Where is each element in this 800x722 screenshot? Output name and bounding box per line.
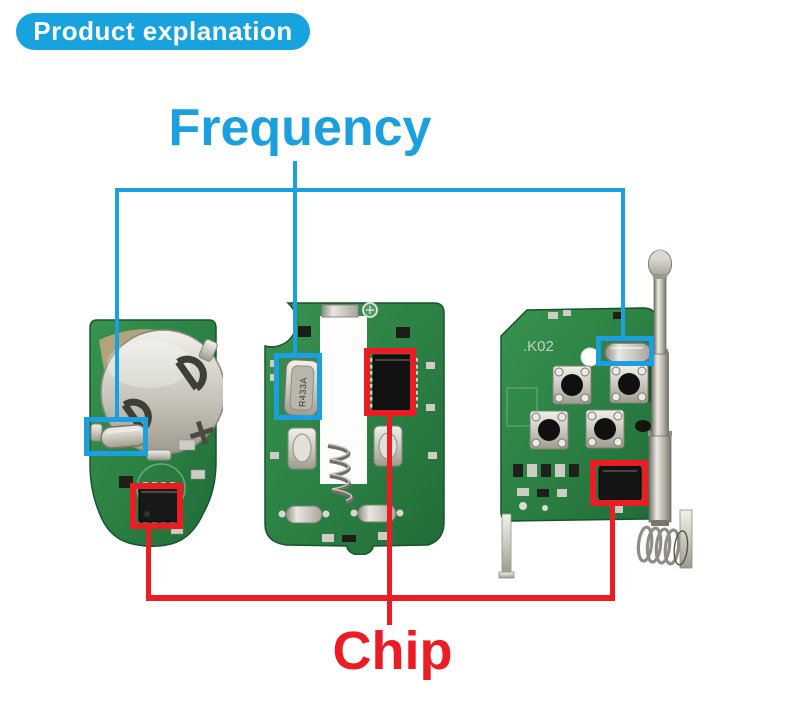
battery-contact-pad [321,304,359,318]
crystal-marking-text: R433A [297,377,309,408]
chip-highlight-box-left [130,483,183,529]
chip-callout-line-left [146,529,151,601]
solder-pad [426,404,435,411]
chip-callout-line-right [610,506,615,601]
frequency-highlight-box-middle [274,353,322,420]
chip-callout-line-middle [387,415,392,625]
spring [636,525,689,566]
right-pcb-photo: .K02 [498,249,693,579]
tactile-switch-1 [552,365,592,405]
frequency-callout-horizontal-line [115,188,625,192]
solder-pad [322,534,334,542]
chip-label: Chip [332,621,453,681]
small-component [613,312,625,319]
middle-pcb-photo: R433A [264,302,445,555]
silkscreen-outline [506,387,538,427]
solder-pad [542,505,548,511]
antenna [648,249,672,526]
solder-pad [519,502,527,510]
frequency-highlight-box-left [84,417,148,456]
screw-hole-mark [362,302,378,318]
solder-pad [190,469,206,480]
small-component [119,476,133,488]
banner-label: Product explanation [33,16,293,46]
chip-highlight-box-right [590,460,648,506]
solder-pad [548,312,558,319]
tactile-switch-3 [529,410,569,450]
frequency-callout-line-middle [293,188,297,353]
frequency-callout-line-left [115,188,119,417]
battery-plus-mark [189,420,215,446]
cylindrical-component-left [278,505,330,524]
middle-crystal-oscillator: R433A [283,358,321,418]
chip-highlight-box-middle [364,348,416,416]
middle-ic-chip [367,354,418,411]
solder-pad [270,452,279,459]
antenna-bracket [679,509,693,569]
solder-pad [426,362,435,369]
solder-pad [428,452,437,459]
solder-pad [378,532,388,540]
silkscreen-marking-text: .K02 [523,338,554,355]
frequency-highlight-box-right [596,336,654,366]
battery-contact-foot [498,571,515,579]
battery-contact-strip [501,513,512,575]
banner: Product explanation [16,13,310,50]
left-pcb-photo [89,319,223,547]
frequency-label: Frequency [168,99,432,157]
left-crystal-oscillator [100,424,148,449]
tactile-switch-2 [609,364,649,404]
frequency-callout-stub [293,161,297,189]
resistor-row [513,464,579,497]
solder-pad [563,310,571,316]
chip-callout-horizontal-line [146,595,615,601]
small-component [396,327,410,338]
solder-pad [611,506,623,513]
cylindrical-component-right [350,504,404,523]
battery-clip [90,329,223,461]
frequency-callout-line-right [621,188,625,336]
small-component [298,326,311,337]
tactile-switch-4 [585,409,625,449]
small-component [342,535,356,542]
battery-spring [327,443,354,504]
small-component [635,420,651,432]
solder-pad [178,439,196,451]
tactile-button-left [287,427,317,470]
